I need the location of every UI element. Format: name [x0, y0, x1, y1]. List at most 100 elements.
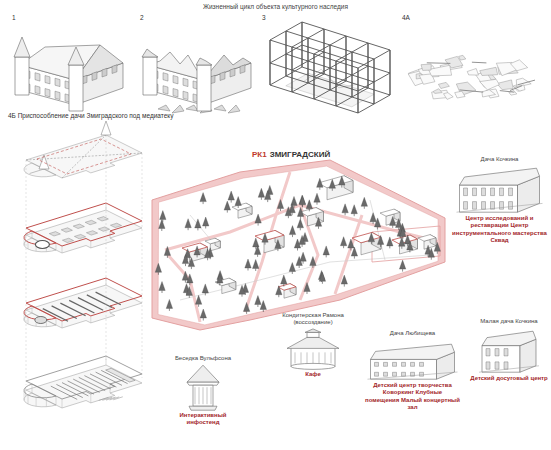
sketch-line	[183, 91, 188, 99]
sketch-line	[429, 65, 452, 76]
building-name: Дача Кочкина	[481, 156, 519, 163]
building-name: Малая дача Кочкина	[480, 318, 537, 325]
sketch-line	[69, 300, 94, 313]
sketch-line	[368, 372, 458, 379]
tree	[186, 286, 192, 295]
sketch-line	[270, 22, 302, 40]
building-card: Беседка ВульфсонаИнтерактивный инфостенд	[168, 355, 238, 427]
tree	[326, 255, 327, 258]
sketch-line	[358, 73, 390, 91]
building-sketch	[368, 344, 458, 379]
tree	[289, 226, 295, 235]
sketch-line	[197, 65, 211, 111]
sketch-line	[460, 90, 484, 92]
tree	[289, 263, 295, 272]
sketch-line	[482, 331, 536, 345]
sketch-line	[37, 139, 131, 174]
sketch-line	[186, 105, 198, 111]
stage-number: 2	[140, 14, 144, 22]
sketch-line	[211, 387, 212, 404]
sketch-line	[165, 205, 440, 250]
sketch-line	[301, 352, 302, 363]
tree	[296, 257, 302, 266]
sketch-line	[199, 387, 200, 404]
sketch-line	[307, 332, 319, 337]
title: Жизненный цикл объекта культурного насле…	[0, 3, 551, 11]
tree	[205, 293, 206, 296]
building-card: Дача КочкинаЦентр исследований и реставр…	[452, 156, 547, 244]
tree	[368, 233, 374, 242]
tree	[185, 264, 186, 267]
tree	[345, 213, 346, 216]
sketch-line	[60, 303, 85, 316]
tree	[322, 281, 323, 284]
tree	[315, 217, 321, 226]
tree	[343, 246, 344, 249]
sketch-line	[25, 387, 26, 396]
sketch-line	[32, 231, 33, 238]
sketch-line	[98, 227, 109, 231]
sketch-line	[62, 246, 63, 253]
tree	[297, 219, 303, 228]
tree	[262, 233, 268, 242]
sketch-line	[314, 59, 346, 77]
sketch-line	[55, 91, 60, 99]
sketch-line	[486, 349, 490, 356]
sketch-line	[504, 349, 508, 356]
sketch-line	[460, 168, 540, 185]
sketch-line	[495, 349, 499, 356]
sketch-line	[495, 362, 499, 369]
sketch-line	[336, 88, 368, 106]
sketch-line	[143, 57, 157, 95]
sketch-line	[78, 298, 103, 311]
sketch-line	[411, 362, 415, 366]
area-heading: ЗМИГРАДСКИЙ	[270, 150, 331, 160]
tree	[239, 285, 245, 294]
tree	[255, 296, 261, 305]
sketch-line	[504, 362, 508, 369]
tree	[207, 258, 208, 261]
tree	[434, 242, 440, 251]
sketch-line	[97, 217, 108, 221]
tree	[304, 283, 310, 292]
sketch-line	[14, 37, 30, 57]
tree	[323, 246, 329, 255]
sketch-line	[335, 348, 336, 366]
sketch-line	[24, 278, 142, 321]
sketch-line	[358, 50, 390, 68]
sketch-line	[113, 397, 123, 400]
tree	[399, 237, 405, 246]
sketch-line	[491, 188, 495, 196]
damaged-villa	[142, 49, 251, 113]
site-plan	[152, 160, 445, 330]
sketch-line	[90, 394, 91, 403]
sketch-line	[292, 52, 324, 70]
sketch-line	[352, 232, 381, 242]
sketch-line	[255, 230, 284, 240]
sketch-line	[375, 362, 379, 366]
sketch-line	[325, 352, 326, 363]
sketch-line	[35, 73, 40, 81]
tree	[189, 295, 190, 298]
tree	[242, 294, 243, 297]
sketch-line	[152, 160, 445, 330]
tree	[265, 191, 271, 200]
stage-number: 1	[12, 14, 16, 22]
tree	[409, 250, 410, 253]
sketch-line	[62, 399, 63, 408]
sketch-line	[278, 284, 296, 291]
sketch-line	[270, 45, 302, 63]
sketch-line	[318, 176, 353, 188]
tree	[354, 214, 355, 217]
tree	[203, 217, 209, 226]
sketch-line	[110, 223, 121, 227]
sketch-line	[270, 67, 302, 85]
tree	[169, 308, 170, 311]
sketch-line	[510, 86, 522, 91]
sketch-line	[163, 73, 168, 81]
sketch-line	[24, 135, 142, 178]
tree	[182, 271, 188, 280]
tree	[329, 179, 335, 188]
tree	[197, 228, 198, 231]
